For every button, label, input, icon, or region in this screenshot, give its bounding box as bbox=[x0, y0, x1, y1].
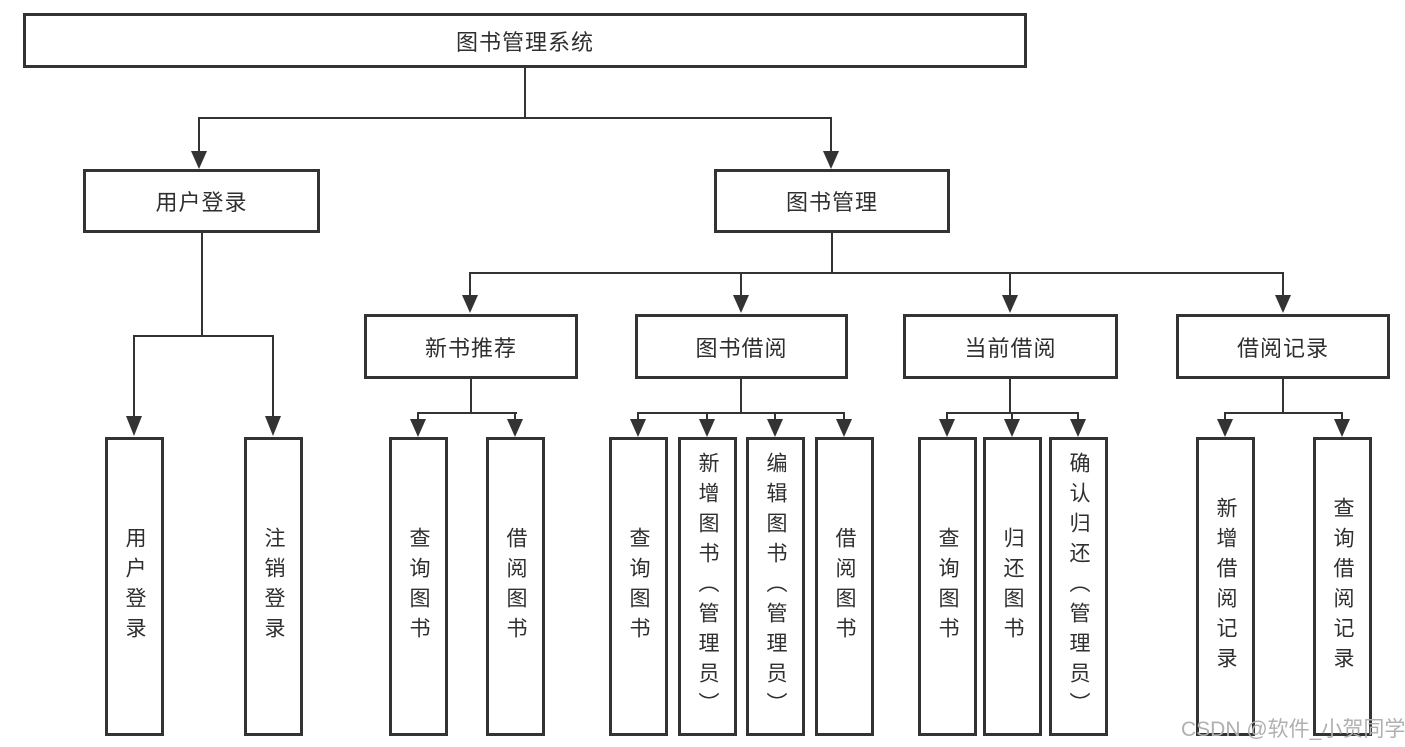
connector-line bbox=[740, 272, 742, 295]
watermark: CSDN @软件_小贺同学 bbox=[1181, 718, 1405, 741]
node-borrowing-records-label: 借阅记录 bbox=[1236, 335, 1329, 361]
arrow-down-icon bbox=[630, 419, 646, 437]
connector-line bbox=[774, 412, 776, 421]
node-current-borrowing: 当前借阅 bbox=[903, 314, 1118, 379]
node-user-login: 用户登录 bbox=[83, 169, 320, 233]
node-query-books-newbook: 查询图书 bbox=[389, 437, 448, 736]
node-add-books-admin-label: 新增图书（管理员） bbox=[696, 451, 719, 722]
arrow-down-icon bbox=[699, 419, 715, 437]
node-new-book-recommend-label: 新书推荐 bbox=[424, 335, 517, 361]
connector-line bbox=[1009, 379, 1011, 412]
node-book-management: 图书管理 bbox=[714, 169, 950, 233]
node-user-login-leaf: 用户登录 bbox=[105, 437, 164, 736]
connector-line bbox=[198, 117, 832, 119]
connector-line bbox=[706, 412, 708, 421]
connector-line bbox=[831, 233, 833, 272]
connector-line bbox=[417, 412, 517, 414]
connector-line bbox=[637, 412, 845, 414]
connector-line bbox=[198, 117, 200, 151]
node-borrow-books-borrowing-label: 借阅图书 bbox=[833, 526, 856, 647]
node-root: 图书管理系统 bbox=[23, 13, 1027, 68]
connector-line bbox=[469, 272, 1284, 274]
arrow-down-icon bbox=[1217, 419, 1233, 437]
arrow-down-icon bbox=[410, 419, 426, 437]
node-confirm-return-admin-label: 确认归还（管理员） bbox=[1067, 451, 1090, 722]
connector-line bbox=[417, 412, 419, 421]
arrow-down-icon bbox=[1334, 419, 1350, 437]
node-query-borrow-record: 查询借阅记录 bbox=[1313, 437, 1372, 736]
node-query-borrow-record-label: 查询借阅记录 bbox=[1331, 496, 1354, 677]
node-borrowing-records: 借阅记录 bbox=[1176, 314, 1390, 379]
node-borrow-books-borrowing: 借阅图书 bbox=[815, 437, 874, 736]
connector-line bbox=[1224, 412, 1226, 421]
node-book-borrowing-label: 图书借阅 bbox=[695, 335, 788, 361]
connector-line bbox=[830, 117, 832, 151]
node-book-borrowing: 图书借阅 bbox=[635, 314, 848, 379]
node-confirm-return-admin: 确认归还（管理员） bbox=[1049, 437, 1108, 736]
arrow-down-icon bbox=[1004, 419, 1020, 437]
node-book-management-label: 图书管理 bbox=[785, 190, 878, 215]
node-query-books-current: 查询图书 bbox=[918, 437, 977, 736]
arrow-down-icon bbox=[733, 295, 749, 313]
arrow-down-icon bbox=[126, 416, 142, 436]
arrow-down-icon bbox=[823, 151, 839, 169]
node-query-books-current-label: 查询图书 bbox=[936, 526, 959, 647]
connector-line bbox=[201, 233, 203, 335]
connector-line bbox=[470, 379, 472, 412]
node-logout-leaf: 注销登录 bbox=[244, 437, 303, 736]
connector-line bbox=[1077, 412, 1079, 421]
connector-line bbox=[1224, 412, 1343, 414]
node-borrow-books-newbook: 借阅图书 bbox=[486, 437, 545, 736]
node-new-book-recommend: 新书推荐 bbox=[364, 314, 578, 379]
arrow-down-icon bbox=[191, 151, 207, 169]
node-return-books: 归还图书 bbox=[983, 437, 1042, 736]
arrow-down-icon bbox=[939, 419, 955, 437]
connector-line bbox=[637, 412, 639, 421]
node-user-login-label: 用户登录 bbox=[155, 190, 248, 215]
arrow-down-icon bbox=[1070, 419, 1086, 437]
node-logout-leaf-label: 注销登录 bbox=[262, 526, 285, 647]
connector-line bbox=[946, 412, 948, 421]
node-add-borrow-record-label: 新增借阅记录 bbox=[1214, 496, 1237, 677]
arrow-down-icon bbox=[462, 295, 478, 313]
connector-line bbox=[843, 412, 845, 421]
connector-line bbox=[1341, 412, 1343, 421]
arrow-down-icon bbox=[265, 416, 281, 436]
connector-line bbox=[133, 335, 135, 416]
connector-line bbox=[1282, 272, 1284, 295]
node-query-books-newbook-label: 查询图书 bbox=[407, 526, 430, 647]
node-query-books-borrowing-label: 查询图书 bbox=[627, 526, 650, 647]
connector-line bbox=[740, 379, 742, 412]
node-borrow-books-newbook-label: 借阅图书 bbox=[504, 526, 527, 647]
node-query-books-borrowing: 查询图书 bbox=[609, 437, 668, 736]
connector-line bbox=[469, 272, 471, 295]
connector-line bbox=[514, 412, 516, 421]
connector-line bbox=[1011, 412, 1013, 421]
connector-line bbox=[524, 68, 526, 117]
node-return-books-label: 归还图书 bbox=[1001, 526, 1024, 647]
arrow-down-icon bbox=[767, 419, 783, 437]
node-user-login-leaf-label: 用户登录 bbox=[123, 526, 146, 647]
connector-line bbox=[272, 335, 274, 416]
node-root-label: 图书管理系统 bbox=[455, 29, 594, 55]
node-add-books-admin: 新增图书（管理员） bbox=[678, 437, 737, 736]
connector-line bbox=[1009, 272, 1011, 295]
node-add-borrow-record: 新增借阅记录 bbox=[1196, 437, 1255, 736]
connector-line bbox=[133, 335, 274, 337]
arrow-down-icon bbox=[507, 419, 523, 437]
node-edit-books-admin: 编辑图书（管理员） bbox=[746, 437, 805, 736]
node-current-borrowing-label: 当前借阅 bbox=[964, 335, 1057, 361]
arrow-down-icon bbox=[836, 419, 852, 437]
connector-line bbox=[1282, 379, 1284, 412]
arrow-down-icon bbox=[1275, 295, 1291, 313]
arrow-down-icon bbox=[1002, 295, 1018, 313]
node-edit-books-admin-label: 编辑图书（管理员） bbox=[764, 451, 787, 722]
